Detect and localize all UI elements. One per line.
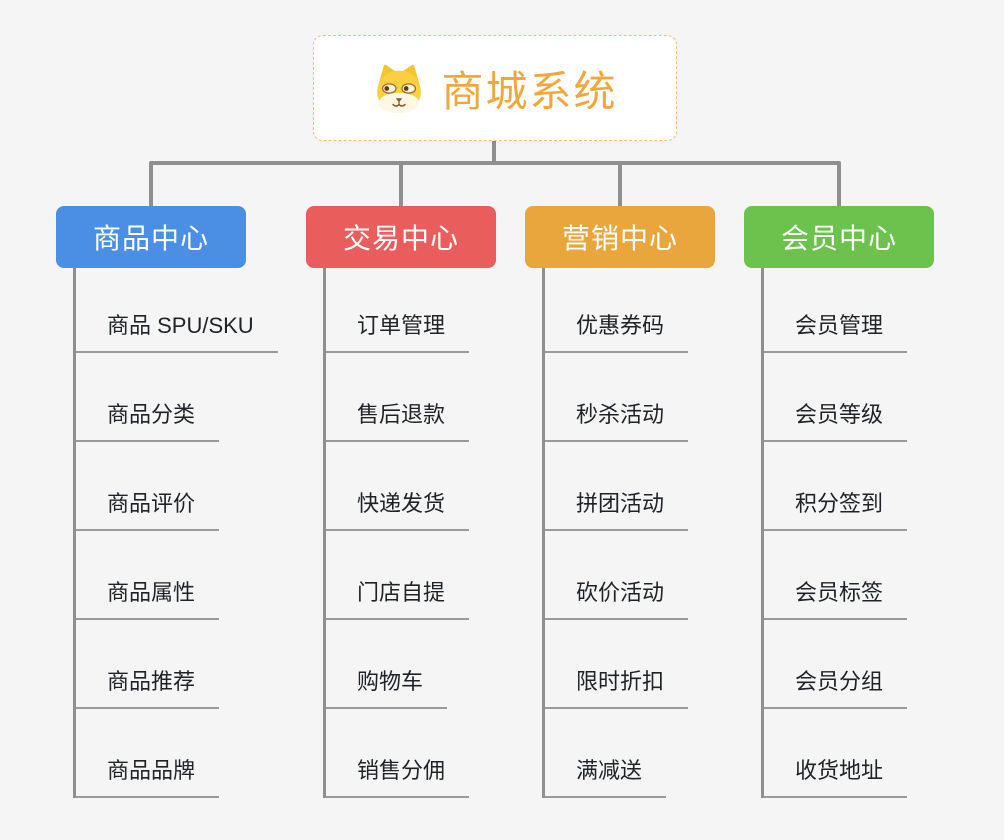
leaf-row: 会员标签 [764,531,934,620]
root-node[interactable]: 商城系统 [313,35,677,141]
leaf-node[interactable]: 门店自提 [326,575,470,620]
leaf-node[interactable]: 会员等级 [764,397,908,442]
root-title: 商城系统 [441,67,618,115]
leaf-node[interactable]: 售后退款 [326,397,470,442]
leaf-node[interactable]: 商品 SPU/SKU [76,308,278,353]
leaf-row: 商品 SPU/SKU [76,268,278,353]
branch-label: 交易中心 [342,223,459,254]
leaf-row: 订单管理 [326,268,496,353]
branch-children-trade: 订单管理 售后退款 快递发货 门店自提 购物车 销售分佣 [323,268,496,798]
branch-label: 会员中心 [780,223,897,254]
leaf-row: 会员管理 [764,268,934,353]
leaf-row: 积分签到 [764,442,934,531]
branch-node-trade[interactable]: 交易中心 [306,206,496,268]
branch-label: 营销中心 [561,223,678,254]
leaf-node[interactable]: 会员管理 [764,308,908,353]
branch-children-product: 商品 SPU/SKU 商品分类 商品评价 商品属性 商品推荐 商品品牌 [73,268,278,798]
branch-marketing-center: 营销中心 优惠券码 秒杀活动 拼团活动 砍价活动 限时折扣 满减送 [525,206,715,798]
leaf-row: 砍价活动 [545,531,715,620]
leaf-row: 商品评价 [76,442,246,531]
leaf-node[interactable]: 商品属性 [76,575,220,620]
leaf-row: 门店自提 [326,531,496,620]
leaf-row: 秒杀活动 [545,353,715,442]
branch-children-marketing: 优惠券码 秒杀活动 拼团活动 砍价活动 限时折扣 满减送 [542,268,715,798]
leaf-node[interactable]: 优惠券码 [545,308,689,353]
branch-node-product[interactable]: 商品中心 [56,206,246,268]
branch-node-marketing[interactable]: 营销中心 [525,206,715,268]
leaf-node[interactable]: 拼团活动 [545,486,689,531]
leaf-node[interactable]: 会员分组 [764,664,908,709]
leaf-row: 会员分组 [764,620,934,709]
leaf-row: 售后退款 [326,353,496,442]
leaf-node[interactable]: 商品品牌 [76,753,220,798]
leaf-row: 满减送 [545,709,715,798]
leaf-row: 优惠券码 [545,268,715,353]
leaf-node[interactable]: 砍价活动 [545,575,689,620]
leaf-row: 销售分佣 [326,709,496,798]
leaf-row: 拼团活动 [545,442,715,531]
leaf-row: 商品品牌 [76,709,246,798]
leaf-row: 快递发货 [326,442,496,531]
leaf-row: 商品分类 [76,353,246,442]
leaf-node[interactable]: 商品推荐 [76,664,220,709]
leaf-row: 购物车 [326,620,496,709]
leaf-node[interactable]: 限时折扣 [545,664,689,709]
leaf-row: 商品推荐 [76,620,246,709]
branch-product-center: 商品中心 商品 SPU/SKU 商品分类 商品评价 商品属性 商品推荐 商品品牌 [56,206,278,798]
leaf-node[interactable]: 销售分佣 [326,753,470,798]
branch-node-member[interactable]: 会员中心 [744,206,934,268]
leaf-node[interactable]: 商品评价 [76,486,220,531]
leaf-row: 限时折扣 [545,620,715,709]
leaf-node[interactable]: 购物车 [326,664,448,709]
leaf-row: 商品属性 [76,531,246,620]
leaf-node[interactable]: 满减送 [545,753,667,798]
branch-member-center: 会员中心 会员管理 会员等级 积分签到 会员标签 会员分组 收货地址 [744,206,934,798]
dog-icon [377,64,422,113]
branch-label: 商品中心 [92,223,209,254]
leaf-node[interactable]: 快递发货 [326,486,470,531]
leaf-row: 会员等级 [764,353,934,442]
leaf-node[interactable]: 积分签到 [764,486,908,531]
branch-trade-center: 交易中心 订单管理 售后退款 快递发货 门店自提 购物车 销售分佣 [306,206,496,798]
leaf-row: 收货地址 [764,709,934,798]
leaf-node[interactable]: 秒杀活动 [545,397,689,442]
branch-children-member: 会员管理 会员等级 积分签到 会员标签 会员分组 收货地址 [761,268,934,798]
leaf-node[interactable]: 订单管理 [326,308,470,353]
leaf-node[interactable]: 会员标签 [764,575,908,620]
leaf-node[interactable]: 商品分类 [76,397,220,442]
leaf-node[interactable]: 收货地址 [764,753,908,798]
